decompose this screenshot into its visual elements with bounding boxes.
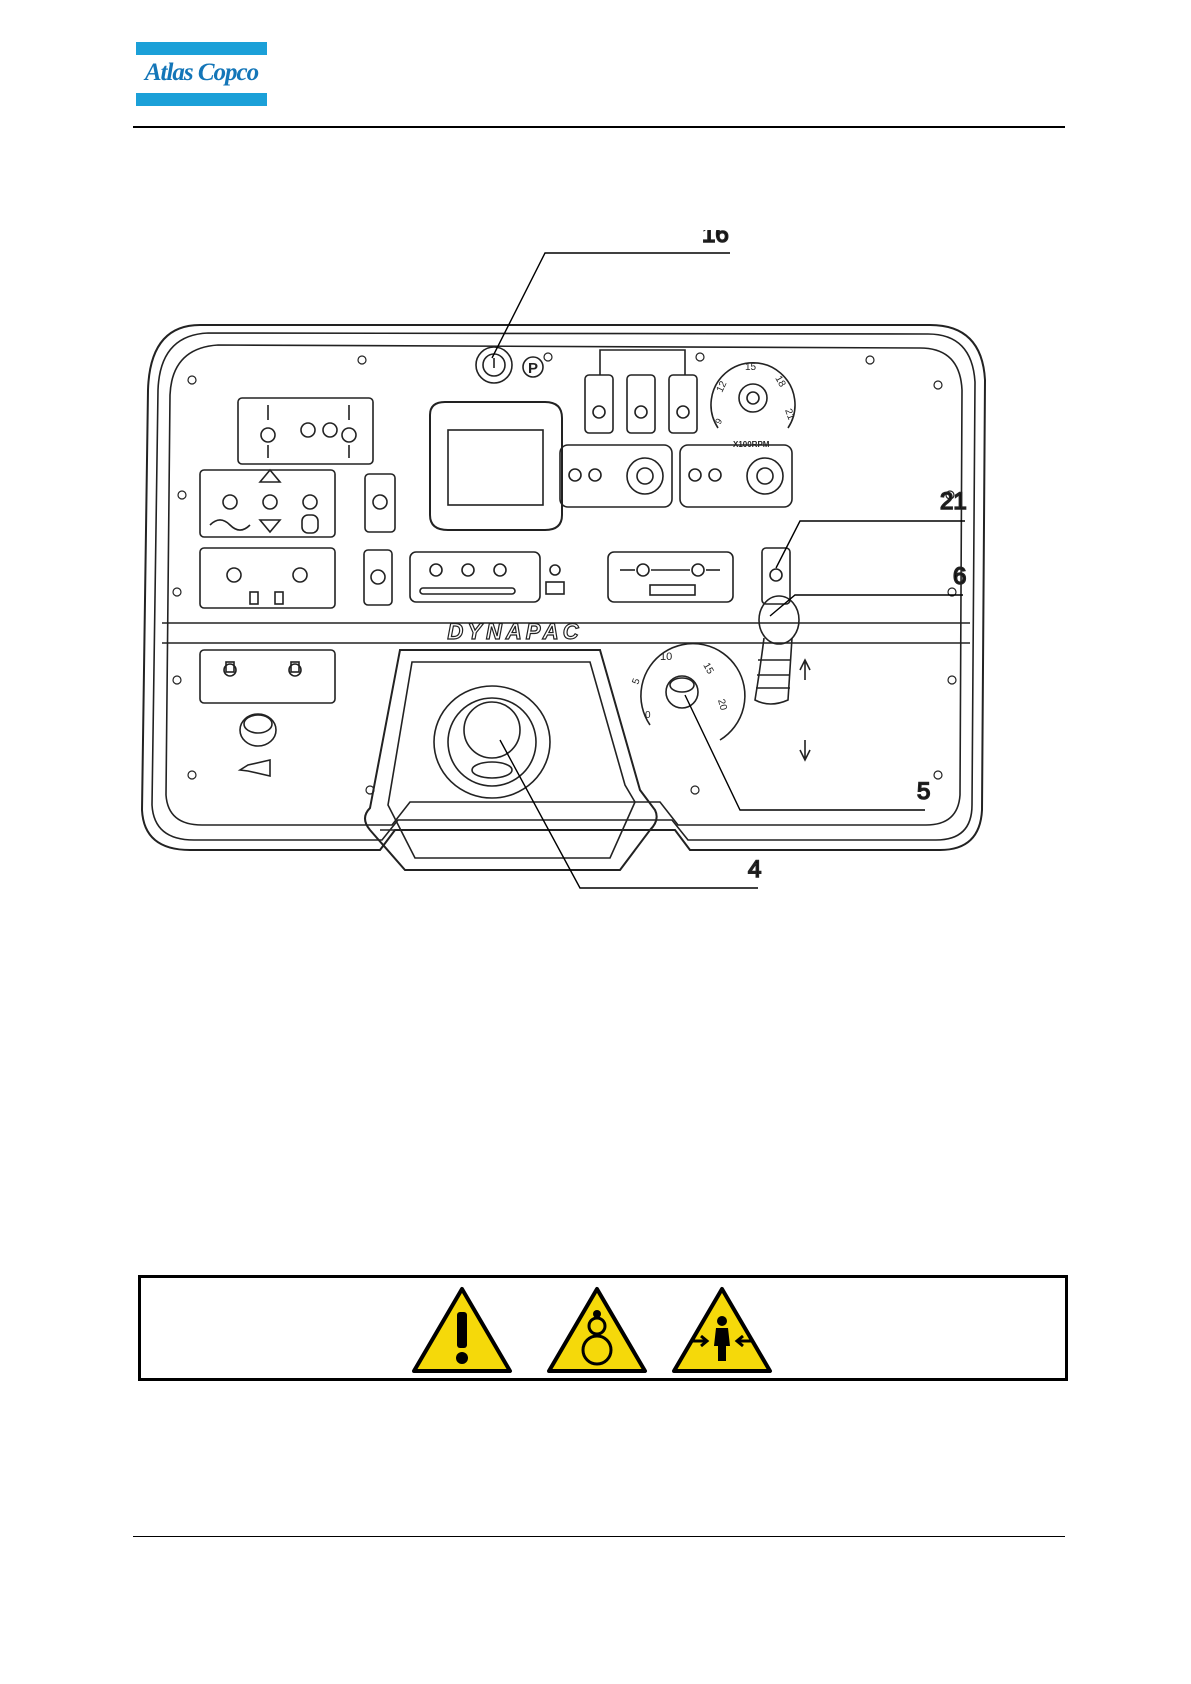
callout-6: 6 (953, 563, 966, 590)
callout-16: 16 (702, 230, 729, 248)
warning-box (138, 1275, 1068, 1381)
drive-lever (755, 596, 810, 760)
sprinkler-toggle-block (200, 650, 335, 703)
header-rule (133, 126, 1065, 128)
footer-rule (133, 1536, 1065, 1537)
horn-button (240, 714, 276, 776)
atlas-copco-logo: Atlas Copco (136, 42, 267, 106)
single-switch (364, 550, 392, 605)
rpm-tick-18: 18 (772, 374, 787, 390)
sprinkler-switch-block (200, 548, 335, 608)
logo-wordmark: Atlas Copco (136, 58, 267, 88)
indicator-lamps (410, 552, 564, 602)
diamond-switch (365, 474, 395, 532)
rpm-tick-15: 15 (745, 362, 757, 373)
power-button (476, 347, 512, 383)
rotating-parts-warning-icon (546, 1286, 648, 1374)
battery-icon (546, 582, 564, 594)
speed-tick-5: 5 (630, 677, 642, 686)
dynapac-brand-label: DYNAPAC (447, 619, 582, 644)
speed-dial (641, 644, 745, 740)
general-warning-icon (411, 1286, 513, 1374)
crush-hazard-warning-icon (671, 1286, 773, 1374)
panel-screws (173, 353, 956, 794)
speed-tick-20: 20 (715, 698, 729, 712)
speed-tick-0: 0 (645, 710, 651, 721)
speed-tick-15: 15 (700, 661, 715, 677)
rpm-tick-21: 21 (782, 407, 796, 422)
vibration-dial-left (560, 445, 672, 507)
direction-indicator-block (608, 552, 733, 602)
speed-tick-10: 10 (660, 651, 672, 663)
callout-4: 4 (748, 856, 761, 883)
vibration-switch-block (200, 470, 335, 537)
rpm-tick-12: 12 (715, 379, 730, 394)
callout-21: 21 (940, 488, 967, 515)
display-screen (430, 402, 562, 530)
rpm-tick-9: 9 (713, 417, 724, 426)
steering-switch-block (238, 398, 373, 464)
mode-switch-block (585, 350, 697, 433)
callout-5: 5 (917, 778, 930, 805)
control-panel-figure: P 9 12 15 18 21 X100RPM (130, 230, 1060, 960)
vibration-dial-right (680, 445, 792, 507)
park-symbol: P (528, 360, 538, 377)
